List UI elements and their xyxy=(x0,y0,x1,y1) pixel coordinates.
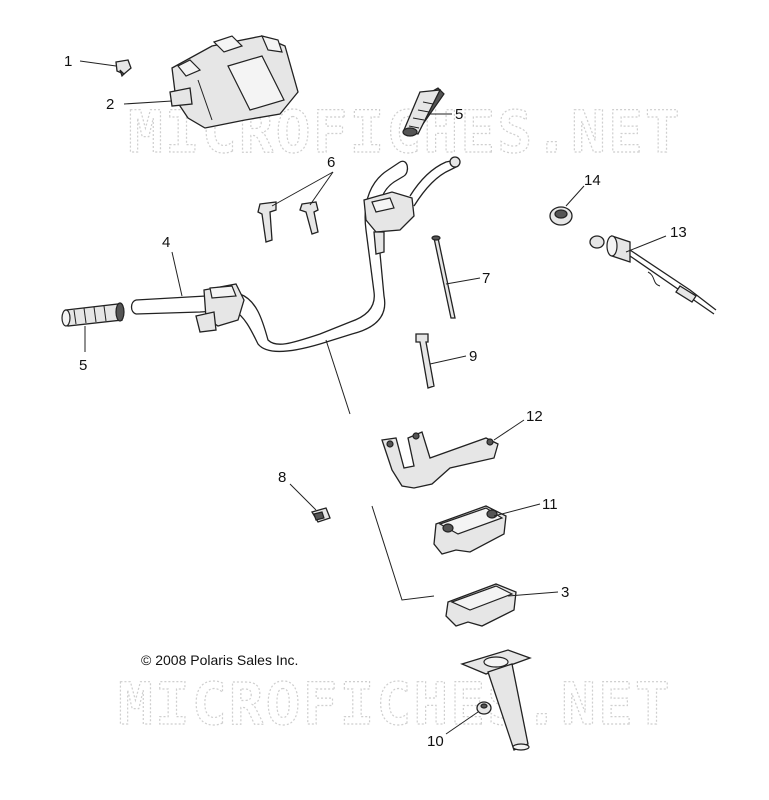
leader-12 xyxy=(493,419,525,441)
callout-10: 10 xyxy=(427,733,444,750)
callout-5-top: 5 xyxy=(455,106,463,123)
part-1-screw[interactable] xyxy=(115,59,132,78)
part-3-lower-clamp[interactable] xyxy=(445,583,517,627)
watermark-bottom: MICROFICHES.NET xyxy=(118,670,672,738)
leader-13 xyxy=(625,235,667,253)
callout-3: 3 xyxy=(561,584,569,601)
leader-7 xyxy=(445,277,481,285)
leader-1 xyxy=(79,60,117,67)
leader-9 xyxy=(429,355,467,365)
callout-13: 13 xyxy=(670,224,687,241)
callout-9: 9 xyxy=(469,348,477,365)
leader-11 xyxy=(493,503,541,517)
part-steering-post[interactable] xyxy=(460,649,532,751)
callout-12: 12 xyxy=(526,408,543,425)
part-8-bolt[interactable] xyxy=(311,507,331,523)
leader-8 xyxy=(289,483,317,511)
part-6-brackets[interactable] xyxy=(257,201,319,243)
leader-2 xyxy=(123,100,173,105)
part-5-grip-left[interactable] xyxy=(61,302,125,327)
callout-8: 8 xyxy=(278,469,286,486)
callout-5-left: 5 xyxy=(79,357,87,374)
part-11-upper-clamp[interactable] xyxy=(433,505,507,555)
callout-11: 11 xyxy=(542,496,558,513)
part-5-grip-top[interactable] xyxy=(402,87,445,137)
leader-14 xyxy=(565,185,585,207)
guide-line-upper xyxy=(325,339,351,415)
leader-3 xyxy=(507,591,559,597)
callout-2: 2 xyxy=(106,96,114,113)
part-7-bolt[interactable] xyxy=(431,235,456,319)
part-14-nut[interactable] xyxy=(549,206,573,226)
leader-4 xyxy=(171,251,183,297)
callout-14: 14 xyxy=(584,172,601,189)
part-2-handlebar-cover[interactable] xyxy=(169,35,299,129)
part-12-bracket[interactable] xyxy=(381,431,499,489)
copyright-notice: © 2008 Polaris Sales Inc. xyxy=(141,652,298,668)
leader-6b xyxy=(309,171,334,206)
callout-4: 4 xyxy=(162,234,170,251)
part-13-switch[interactable] xyxy=(589,235,717,315)
callout-1: 1 xyxy=(64,53,72,70)
callout-7: 7 xyxy=(482,270,490,287)
callout-6: 6 xyxy=(327,154,335,171)
leader-10 xyxy=(445,711,479,735)
part-9-bolt[interactable] xyxy=(415,333,435,389)
leader-6a xyxy=(271,171,334,207)
guide-line-lower xyxy=(371,505,435,601)
part-brake-lever[interactable] xyxy=(363,156,461,255)
part-10-nut[interactable] xyxy=(476,701,492,715)
part-4-switch-housing[interactable] xyxy=(195,283,245,333)
